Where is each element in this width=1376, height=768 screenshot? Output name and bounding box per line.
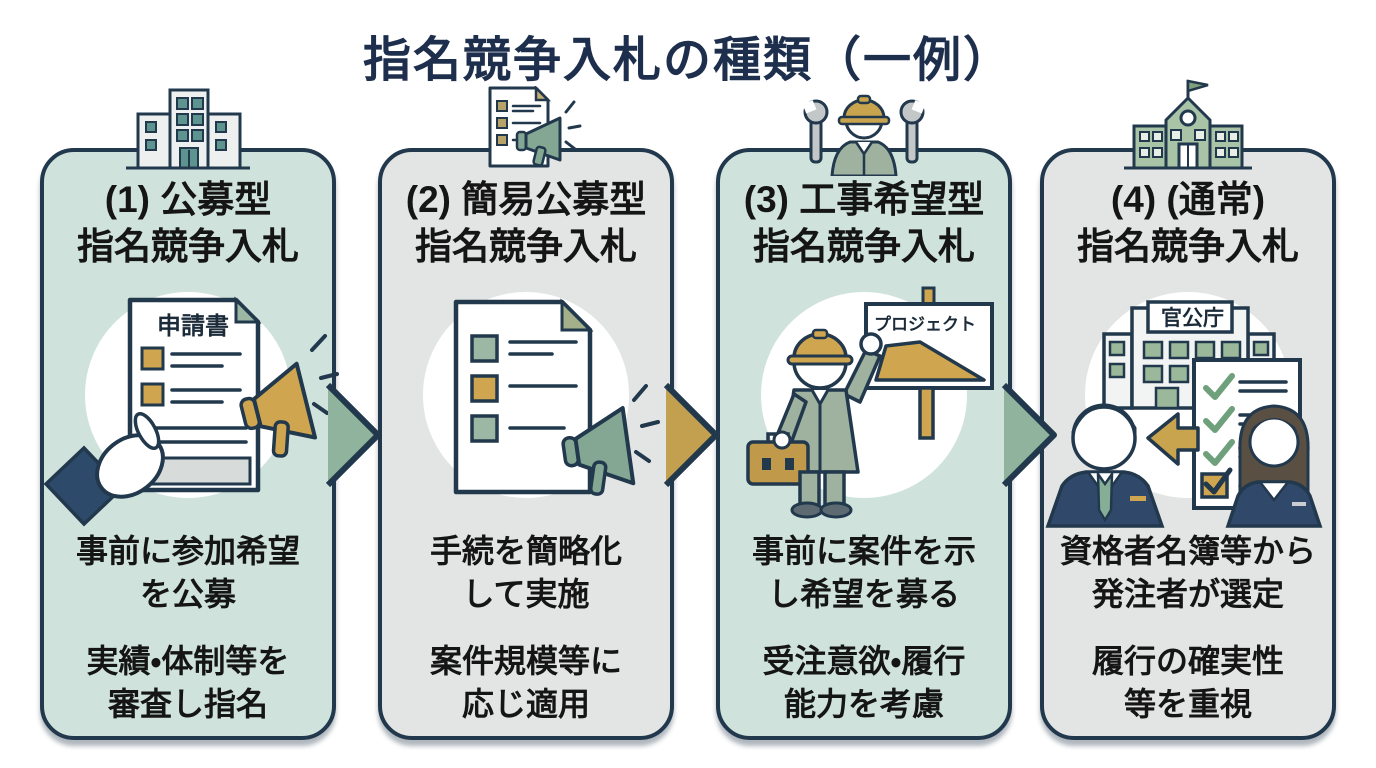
wrench-right — [899, 99, 926, 164]
megaphone — [561, 406, 636, 496]
doc-title-text: 申請書 — [157, 312, 229, 340]
card-point-2: 案件規模等に 応じ適用 — [429, 643, 622, 722]
government-building-icon — [1120, 78, 1256, 177]
building-label-text: 官公庁 — [1161, 307, 1224, 330]
wrench-left — [802, 99, 829, 164]
card-point-1: 資格者名簿等から 発注者が選定 — [1059, 533, 1316, 612]
illustration-worker-project-sign: プロジェクト — [720, 286, 1008, 526]
sound-lines — [632, 384, 660, 463]
card-point-1: 手続を簡略化 して実施 — [429, 533, 622, 612]
construction-worker-icon — [794, 84, 934, 181]
card-title: (2) 簡易公募型 指名競争入札 — [405, 179, 647, 268]
card-point-1: 事前に参加希望 を公募 — [75, 533, 300, 612]
card-simplified-public-recruitment-type: (2) 簡易公募型 指名競争入札 — [378, 84, 674, 740]
flow-arrow-2 — [663, 382, 719, 488]
cards-row: (1) 公募型 指名競争入札 申請書 — [40, 79, 1336, 748]
card-point-1: 事前に案件を示 し希望を募る — [751, 533, 976, 612]
illustration-hand-document-megaphone: 申請書 — [43, 288, 339, 527]
card-title: (4) (通常) 指名競争入札 — [1077, 179, 1299, 268]
card-construction-request-type: (3) 工事希望型 指名競争入札 プロジェクト — [716, 94, 1012, 740]
sound-lines — [310, 334, 339, 415]
illustration-agency-selection: 官公庁 — [1044, 288, 1332, 528]
megaphone — [239, 361, 318, 458]
checklist-document — [453, 298, 594, 495]
flow-arrow-1 — [325, 382, 381, 488]
card-point-2: 履行の確実性 等を重視 — [1091, 643, 1284, 722]
document-megaphone-icon — [456, 84, 596, 177]
sign-text: プロジェクト — [874, 314, 976, 334]
flow-arrow-3 — [1001, 382, 1057, 488]
card-title: (1) 公募型 指名競争入札 — [77, 179, 299, 268]
illustration-checklist-megaphone — [382, 288, 670, 526]
selection-arrow — [1146, 412, 1200, 466]
card-public-recruitment-type: (1) 公募型 指名競争入札 申請書 — [40, 88, 339, 740]
vendor-person — [1225, 404, 1323, 528]
page-title: 指名競争入札の種類（一例） — [362, 34, 1013, 87]
project-sign: プロジェクト — [864, 286, 994, 440]
card-normal-designated-type: (4) (通常) 指名競争入札 — [1040, 79, 1336, 740]
office-building-icon — [120, 88, 256, 177]
card-point-2: 実績・体制等を 審査し指名 — [86, 643, 290, 722]
construction-worker — [746, 328, 883, 519]
card-title: (3) 工事希望型 指名競争入札 — [743, 179, 985, 268]
card-point-2: 受注意欲・履行 能力を考慮 — [762, 643, 966, 722]
buyer-person — [1045, 403, 1165, 528]
hand — [43, 412, 165, 527]
